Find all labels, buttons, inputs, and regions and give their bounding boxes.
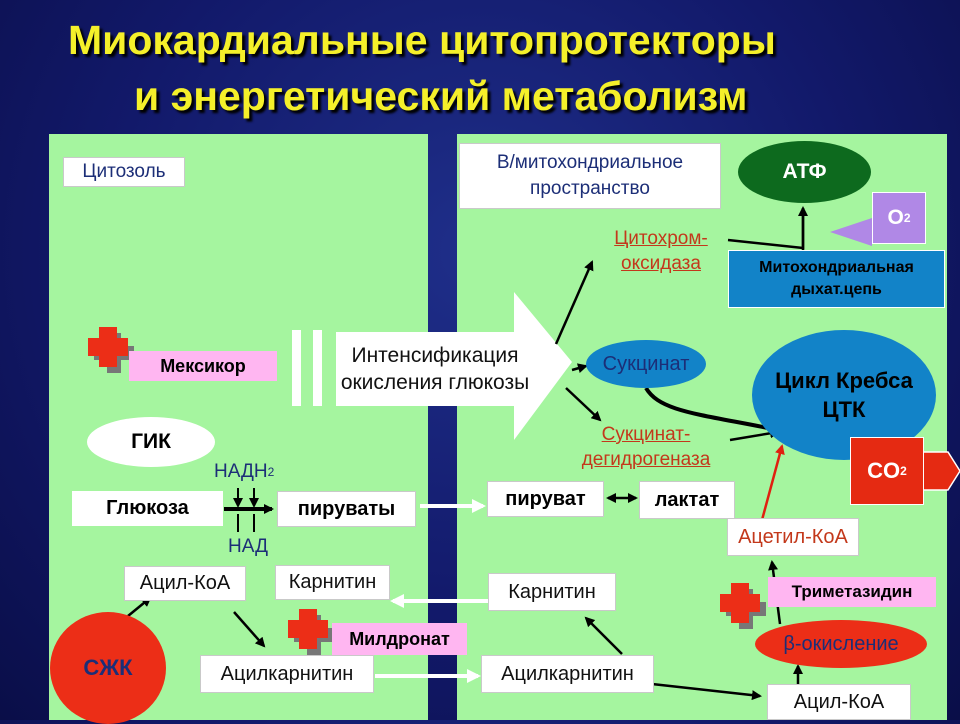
lactate-box: лактат bbox=[639, 481, 735, 519]
arrow-acylcoa-to-acylcarnitine bbox=[233, 611, 266, 648]
arrow-acetylcoa-to-krebs bbox=[760, 444, 785, 521]
gik-oval: ГИК bbox=[87, 417, 215, 467]
arrow-to-sdh bbox=[565, 387, 602, 422]
nadh2-text: НАДН bbox=[214, 461, 268, 482]
carnitine-cyto-box: Карнитин bbox=[275, 565, 390, 600]
krebs-line2: ЦТК bbox=[822, 397, 866, 422]
acylcarnitine-mito-box: Ацилкарнитин bbox=[481, 655, 654, 693]
mito-space-label: В/митохондриальное пространство bbox=[459, 143, 721, 209]
o2-pointer bbox=[830, 218, 872, 246]
intensify-label: Интенсификация окисления глюкозы bbox=[326, 341, 544, 397]
cytochrome-oxidase-label: Цитохром- оксидаза bbox=[598, 226, 724, 276]
trimetazidine-cross-icon bbox=[720, 583, 766, 629]
arrow-succinate-to-krebs bbox=[644, 386, 780, 434]
title-line-1: Миокардиальные цитопротекторы bbox=[68, 17, 776, 63]
sdh-label: Сукцинат- дегидрогеназа bbox=[560, 422, 732, 472]
szk-circle: СЖК bbox=[50, 612, 166, 724]
mexicor-cross-icon bbox=[88, 327, 134, 373]
resp-chain-box: Митохондриальная дыхат.цепь bbox=[728, 250, 945, 308]
arrow-acylcarnitine-to-carnitine bbox=[584, 616, 623, 655]
mito-space-line2: пространство bbox=[530, 178, 650, 199]
stop-bar-1 bbox=[292, 330, 301, 406]
trimetazidine-label: Триметазидин bbox=[768, 577, 936, 607]
acylcarnitine-cyto-box: Ацилкарнитин bbox=[200, 655, 374, 693]
gik-label: ГИК bbox=[131, 430, 171, 453]
arrow-to-cytoxidase bbox=[554, 260, 594, 345]
mildronat-label: Милдронат bbox=[332, 623, 467, 655]
cytochrome-oxidase-line1: Цитохром- bbox=[614, 228, 708, 249]
acylcoa-mito-box: Ацил-КоА bbox=[767, 684, 911, 720]
szk-label: СЖК bbox=[83, 655, 133, 680]
succinate-label: Сукцинат bbox=[602, 352, 690, 375]
arrow-to-succinate bbox=[571, 363, 588, 374]
pyruvate-box: пируват bbox=[487, 481, 604, 517]
o2-text: O bbox=[887, 206, 904, 229]
mito-space-line1: В/митохондриальное bbox=[496, 152, 684, 173]
resp-chain-line1: Митохондриальная bbox=[759, 259, 914, 276]
carnitine-mito-box: Карнитин bbox=[488, 573, 616, 611]
o2-sub: 2 bbox=[903, 211, 911, 225]
mildronat-cross-icon bbox=[288, 609, 334, 655]
glucose-box: Глюкоза bbox=[72, 491, 223, 526]
atp-oval: АТФ bbox=[738, 141, 871, 203]
intensify-big-arrow bbox=[336, 292, 572, 440]
stop-bar-2 bbox=[313, 330, 322, 406]
pyruvates-box: пируваты bbox=[277, 491, 416, 527]
beta-oxidation-oval: β-окисление bbox=[755, 620, 927, 668]
nad-label: НАД bbox=[228, 536, 268, 557]
intensify-line2: окисления глюкозы bbox=[340, 371, 530, 394]
mexicor-label: Мексикор bbox=[129, 351, 277, 381]
krebs-line1: Цикл Кребса bbox=[775, 368, 913, 393]
arrow-szk-to-acylcoa bbox=[127, 596, 152, 617]
atp-label: АТФ bbox=[782, 160, 827, 183]
beta-oxidation-label: β-окисление bbox=[783, 632, 899, 655]
acetylcoa-box: Ацетил-КоА bbox=[727, 518, 859, 556]
co2-pointer bbox=[921, 451, 960, 491]
cytochrome-oxidase-line2: оксидаза bbox=[621, 253, 701, 274]
title-line-2: и энергетический метаболизм bbox=[134, 73, 748, 119]
succinate-oval: Сукцинат bbox=[586, 340, 706, 388]
resp-chain-line2: дыхат.цепь bbox=[791, 281, 882, 298]
arrow-acylcarnitine-to-acylcoa bbox=[651, 682, 762, 701]
sdh-line2: дегидрогеназа bbox=[581, 449, 711, 470]
co2-sub: 2 bbox=[900, 464, 907, 478]
acylcoa-cyto-box: Ацил-КоА bbox=[124, 566, 246, 601]
intensify-line1: Интенсификация bbox=[351, 344, 519, 367]
sdh-line1: Сукцинат- bbox=[601, 424, 691, 445]
nadh2-sub: 2 bbox=[267, 465, 275, 479]
cytosol-label: Цитозоль bbox=[63, 157, 185, 187]
co2-text: CO bbox=[867, 458, 901, 483]
arrow-cytoxidase-to-atp bbox=[727, 206, 808, 250]
